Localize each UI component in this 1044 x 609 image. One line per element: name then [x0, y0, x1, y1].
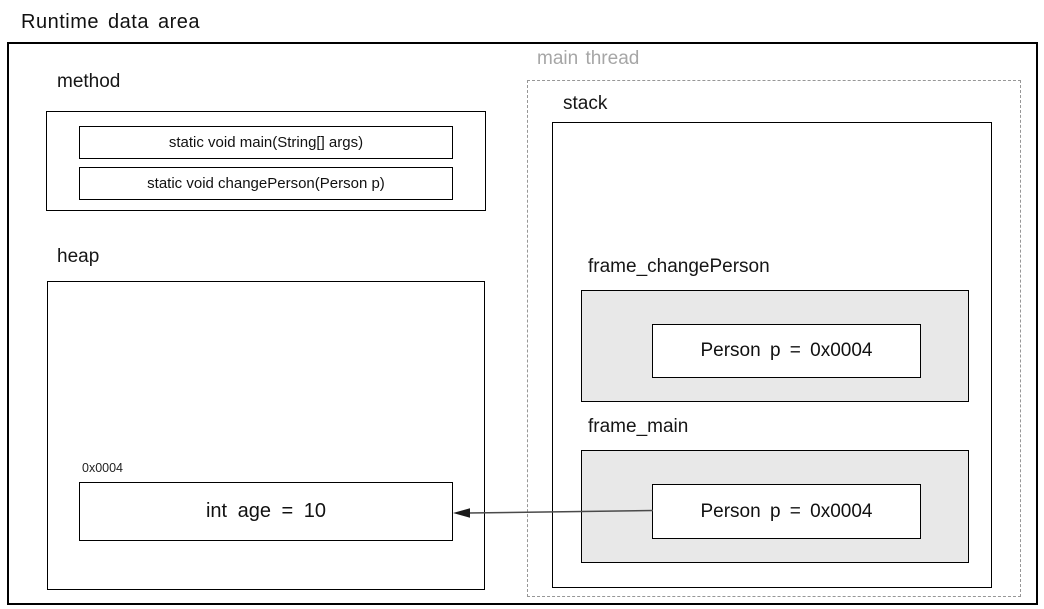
heap-area-box [47, 281, 485, 590]
frame-main-label: frame_main [588, 416, 689, 437]
frame-changeperson-label: frame_changePerson [588, 256, 770, 277]
heap-area-label: heap [57, 246, 100, 267]
method-entry-changeperson: static void changePerson(Person p) [79, 167, 453, 200]
method-entry-main: static void main(String[] args) [79, 126, 453, 159]
frame-changeperson-variable-box: Person p = 0x0004 [652, 324, 921, 378]
method-area-label: method [57, 71, 121, 92]
diagram-title: Runtime data area [21, 11, 201, 33]
heap-object-box: int age = 10 [79, 482, 453, 541]
heap-object-address-label: 0x0004 [82, 461, 124, 475]
main-thread-box [527, 80, 1021, 597]
stack-label: stack [563, 93, 608, 114]
frame-main-variable-box: Person p = 0x0004 [652, 484, 921, 539]
main-thread-label: main thread [537, 48, 640, 69]
